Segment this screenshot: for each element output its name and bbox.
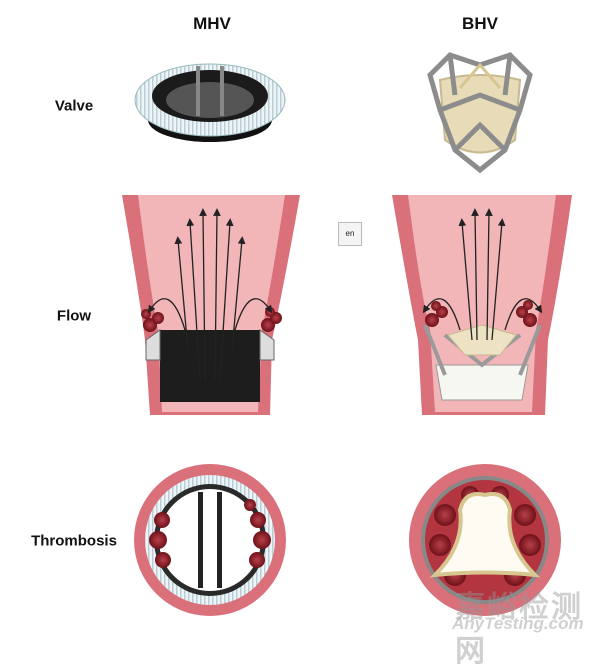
- valve-illustrations: [122, 52, 572, 616]
- row-label-thrombosis: Thrombosis: [31, 532, 117, 550]
- translate-icon[interactable]: en: [338, 222, 362, 246]
- bhv-valve-image: [427, 52, 533, 174]
- translate-icon-text: en: [345, 229, 355, 238]
- watermark-en: AnyTesting.com: [452, 614, 584, 633]
- bhv-flow-image: [392, 195, 572, 415]
- mhv-thrombosis-image: [134, 464, 286, 616]
- mhv-valve-image: [134, 63, 286, 142]
- column-title-mhv: MHV: [193, 14, 231, 33]
- bhv-thrombosis-image: [409, 464, 561, 616]
- column-title-bhv: BHV: [462, 14, 498, 33]
- row-label-flow: Flow: [56, 307, 92, 325]
- mhv-flow-image: [122, 195, 300, 415]
- row-label-valve: Valve: [54, 97, 94, 115]
